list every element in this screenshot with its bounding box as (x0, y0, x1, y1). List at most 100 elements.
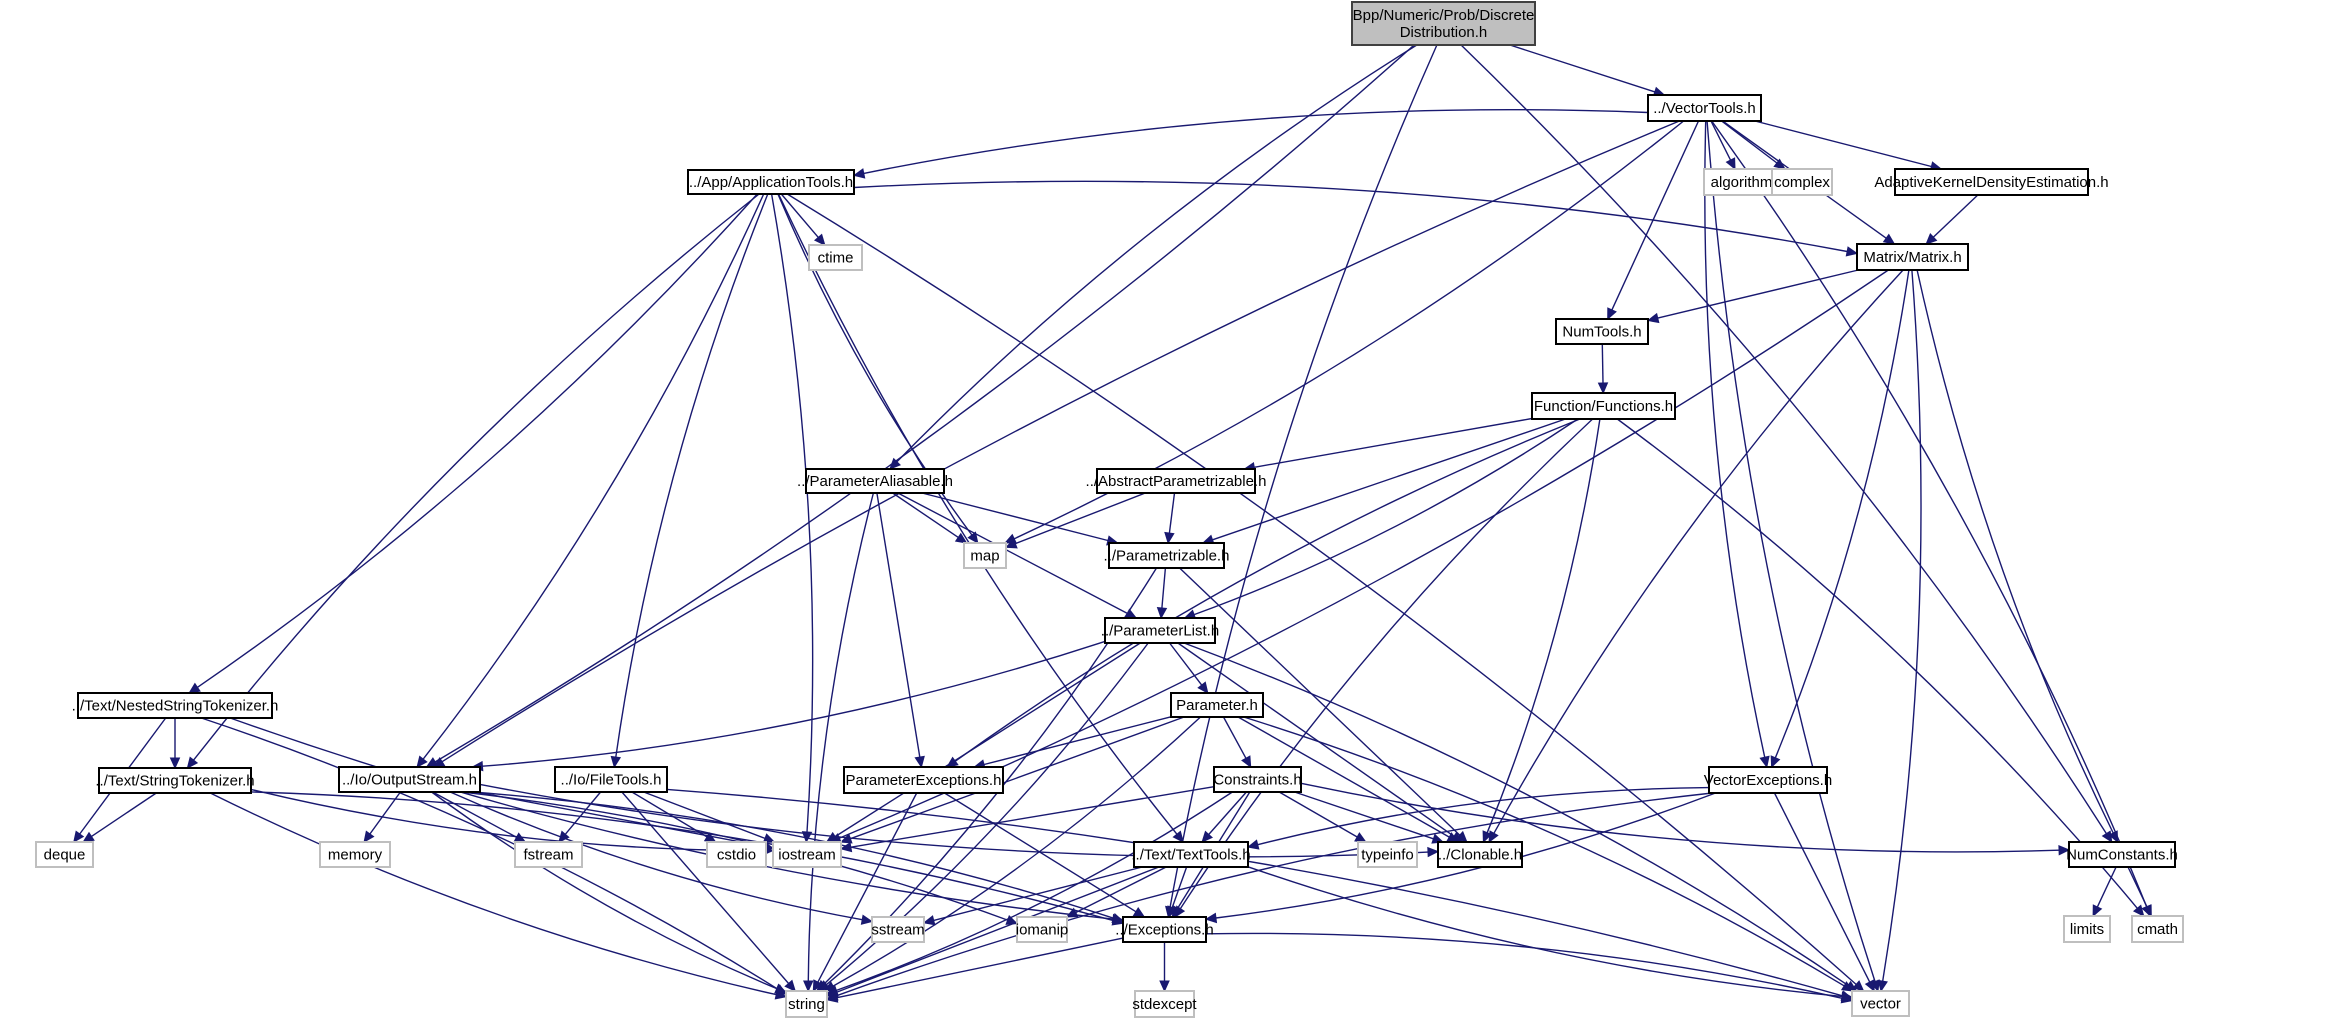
node-paramexc[interactable]: ParameterExceptions.h (843, 766, 1004, 794)
node-box-functions (1531, 392, 1676, 420)
edge-functions-to-paramexc (954, 418, 1581, 762)
edge-parameter-to-paramexc (983, 716, 1172, 766)
arrowhead-texttools-to-iomanip (1065, 907, 1079, 918)
node-texttools[interactable]: ../Text/TextTools.h (1131, 841, 1251, 868)
edge-outputstream-to-fstream (432, 791, 517, 838)
arrowhead-outputstream-to-exceptions (1111, 913, 1125, 923)
node-matrix[interactable]: Matrix/Matrix.h (1856, 243, 1969, 271)
node-vectortools[interactable]: ../VectorTools.h (1647, 94, 1762, 122)
arrowhead-vectorexc-to-exceptions (1204, 912, 1218, 924)
node-label-vectorexc: VectorExceptions.h (1704, 772, 1832, 789)
node-box-stringtok (98, 767, 252, 794)
arrowhead-paramexc-to-string (812, 979, 823, 993)
node-label-cmath: cmath (2137, 921, 2178, 938)
node-label-limits: limits (2070, 921, 2104, 938)
arrowhead-filetools-to-iostream (762, 833, 776, 844)
node-box-string (785, 990, 828, 1018)
edge-vectortools-to-apptools (863, 108, 1649, 175)
arrowhead-paramlist-to-parameter (1197, 681, 1209, 694)
arrowhead-stringtok-to-deque (82, 831, 95, 843)
node-outputstream[interactable]: ../Io/OutputStream.h (338, 766, 481, 793)
node-apptools[interactable]: ../App/ApplicationTools.h (687, 169, 855, 195)
edge-vectortools-to-cmath (1711, 120, 2148, 907)
edge-dd-to-vectortools (1509, 44, 1656, 93)
node-box-dd (1351, 1, 1536, 46)
edge-dd-to-exceptions (1169, 44, 1438, 908)
arrowhead-matrix-to-numconstants (2108, 830, 2119, 844)
arrowhead-vectortools-to-algorithm (1725, 157, 1736, 171)
node-box-texttools (1133, 841, 1249, 868)
edge-outputstream-to-exceptions (472, 791, 1114, 919)
node-label-cstdio: cstdio (717, 847, 756, 864)
node-functions[interactable]: Function/Functions.h (1531, 392, 1676, 420)
edge-paramaliasable-to-string (807, 492, 875, 982)
arrowhead-outputstream-to-memory (363, 830, 375, 843)
arrowhead-matrix-to-numtools (1646, 312, 1660, 324)
node-box-complex (1771, 168, 1833, 196)
arrowhead-constraints-to-numconstants (2058, 844, 2071, 856)
arrowhead-akde-to-matrix (1925, 232, 1938, 245)
edges-layer (73, 44, 2152, 1004)
edge-constraints-to-texttools (1208, 791, 1247, 835)
edge-vectorexc-to-exceptions (1215, 792, 1716, 919)
edge-outputstream-to-sstream (449, 791, 863, 921)
edge-nestedtok-to-string (201, 717, 778, 990)
node-numconstants[interactable]: NumConstants.h (2066, 841, 2178, 868)
node-clonable[interactable]: ../Clonable.h (1437, 841, 1523, 868)
node-cmath: cmath (2131, 915, 2184, 943)
edge-paramaliasable-to-parametrizable (921, 492, 1109, 542)
node-parameter[interactable]: Parameter.h (1170, 692, 1264, 718)
edge-numconstants-to-limits (2096, 866, 2117, 908)
node-label-vectortools: ../VectorTools.h (1653, 100, 1756, 117)
edge-paramaliasable-to-map (892, 492, 959, 538)
node-label-paramlist: ../ParameterList.h (1101, 623, 1219, 640)
node-box-parameter (1170, 692, 1264, 718)
arrowhead-outputstream-to-string (774, 983, 788, 994)
arrowhead-vectortools-to-numtools (1607, 307, 1617, 321)
node-sstream: sstream (871, 916, 925, 943)
arrowhead-outputstream-to-clonable (1427, 846, 1440, 858)
node-label-parametrizable: ../Parametrizable.h (1104, 548, 1230, 565)
edge-outputstream-to-iomanip (462, 791, 1008, 921)
node-exceptions[interactable]: ../Exceptions.h (1115, 916, 1214, 943)
arrowhead-vectorexc-to-vector (1864, 979, 1875, 993)
edge-apptools-to-filetools (615, 193, 769, 758)
node-label-typeinfo: typeinfo (1361, 847, 1414, 864)
node-paramaliasable[interactable]: ../ParameterAliasable.h (797, 468, 953, 494)
arrowhead-paramlist-to-iostream (825, 831, 839, 843)
node-label-clonable: ../Clonable.h (1438, 847, 1522, 864)
node-label-functions: Function/Functions.h (1534, 398, 1673, 415)
node-label-iostream: iostream (778, 847, 836, 864)
node-akde[interactable]: AdaptiveKernelDensityEstimation.h (1874, 168, 2109, 196)
arrowhead-constraints-to-typeinfo (1354, 832, 1367, 843)
node-numtools[interactable]: NumTools.h (1555, 318, 1649, 345)
edge-apptools-to-vector (786, 193, 1857, 985)
node-paramlist[interactable]: ../ParameterList.h (1101, 617, 1219, 644)
node-box-cmath (2131, 915, 2184, 943)
node-label-absparam: ../AbstractParametrizable.h (1086, 473, 1267, 490)
edge-stringtok-to-iostream (250, 788, 764, 852)
edge-apptools-to-matrix (853, 180, 1848, 253)
arrowhead-nestedtok-to-stringtok (169, 757, 181, 770)
node-absparam[interactable]: ../AbstractParametrizable.h (1086, 468, 1267, 494)
arrowhead-functions-to-clonable (1482, 830, 1493, 844)
node-box-clonable (1437, 841, 1523, 868)
arrowhead-filetools-to-string (784, 979, 797, 992)
arrowhead-exceptions-to-vector (1840, 993, 1854, 1004)
edge-apptools-to-nestedtok (197, 193, 758, 688)
node-parametrizable[interactable]: ../Parametrizable.h (1104, 542, 1230, 569)
node-vectorexc[interactable]: VectorExceptions.h (1704, 766, 1832, 794)
arrowhead-exceptions-to-string (825, 992, 839, 1003)
edge-parametrizable-to-paramlist (1161, 567, 1167, 609)
node-stringtok[interactable]: ../Text/StringTokenizer.h (95, 767, 255, 794)
arrowhead-texttools-to-exceptions (1167, 905, 1178, 919)
node-box-limits (2063, 915, 2111, 943)
edge-texttools-to-sstream (933, 866, 1143, 922)
arrowhead-numconstants-to-limits (2092, 904, 2103, 918)
node-label-numconstants: NumConstants.h (2066, 847, 2178, 864)
node-constraints[interactable]: Constraints.h (1213, 766, 1302, 793)
edge-matrix-to-numtools (1657, 269, 1859, 319)
node-nestedtok[interactable]: ../Text/NestedStringTokenizer.h (72, 692, 279, 719)
node-filetools[interactable]: ../Io/FileTools.h (554, 766, 668, 793)
